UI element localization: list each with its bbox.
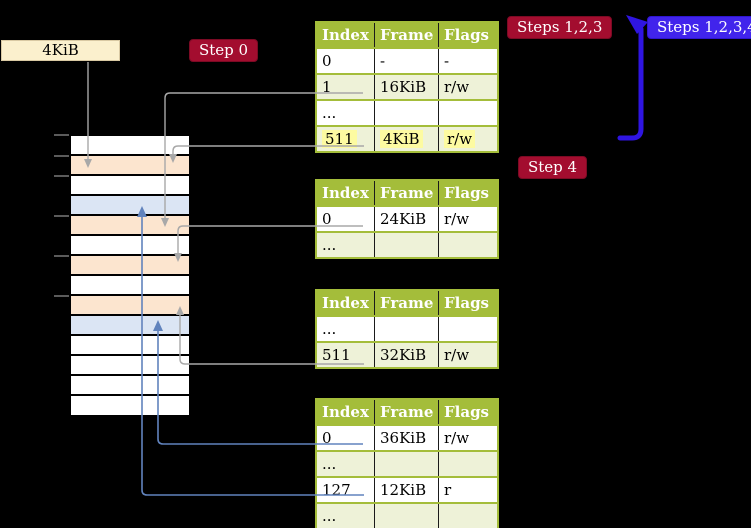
table-row: 0 24KiB r/w xyxy=(316,205,498,232)
memory-row xyxy=(71,276,189,296)
memory-row xyxy=(71,296,189,316)
cell-index: ... xyxy=(322,455,337,473)
table-row: ... xyxy=(316,315,498,342)
memory-row xyxy=(71,256,189,276)
step4-badge: Step 4 xyxy=(518,156,588,179)
steps1234-badge: Steps 1,2,3,4 xyxy=(647,16,751,39)
steps123-badge: Steps 1,2,3 xyxy=(507,16,613,39)
memory-row xyxy=(71,316,189,336)
page-table-4: Index Frame Flags 0 36KiB r/w ... 127 12… xyxy=(315,398,499,528)
column-header-flags: Flags xyxy=(438,290,498,317)
table-row: 511 32KiB r/w xyxy=(316,341,498,368)
table-row: ... xyxy=(316,231,498,258)
column-header-index: Index xyxy=(316,22,375,49)
column-header-flags: Flags xyxy=(438,22,498,49)
table-header-row: Index Frame Flags xyxy=(316,180,498,207)
cell-index: 1 xyxy=(322,78,332,96)
loop-arrow xyxy=(617,15,648,141)
cell-frame: 16KiB xyxy=(380,78,427,96)
column-header-frame: Frame xyxy=(374,399,439,426)
table-row-highlighted: 511 4KiB r/w xyxy=(316,125,498,152)
column-header-frame: Frame xyxy=(374,180,439,207)
cell-index: ... xyxy=(322,104,337,122)
table-header-row: Index Frame Flags xyxy=(316,290,498,317)
column-header-index: Index xyxy=(316,290,375,317)
table-row: ... xyxy=(316,99,498,126)
cell-flags: r xyxy=(444,481,452,499)
cell-index: 0 xyxy=(322,429,332,447)
arrowhead-upleft-icon xyxy=(626,15,648,34)
memory-row xyxy=(71,136,189,156)
cell-flags: r/w xyxy=(444,429,470,447)
page-size-label: 4KiB xyxy=(1,40,120,61)
memory-row xyxy=(71,396,189,415)
table-row: ... xyxy=(316,450,498,477)
cell-index: 0 xyxy=(322,52,332,70)
cell-flags: r/w xyxy=(444,210,470,228)
cell-frame: - xyxy=(380,52,386,70)
cell-frame: 12KiB xyxy=(380,481,427,499)
memory-row xyxy=(71,156,189,176)
cell-index: 511 xyxy=(322,130,357,148)
column-header-index: Index xyxy=(316,399,375,426)
column-header-flags: Flags xyxy=(438,180,498,207)
page-table-1: Index Frame Flags 0 - - 1 16KiB r/w ... … xyxy=(315,21,499,153)
memory-row xyxy=(71,176,189,196)
memory-row xyxy=(71,236,189,256)
cell-index: 0 xyxy=(322,210,332,228)
column-header-frame: Frame xyxy=(374,290,439,317)
column-header-index: Index xyxy=(316,180,375,207)
table-row: 0 36KiB r/w xyxy=(316,424,498,451)
table-row: 127 12KiB r xyxy=(316,476,498,503)
memory-row xyxy=(71,196,189,216)
table-row: ... xyxy=(316,502,498,528)
memory-row xyxy=(71,356,189,376)
column-header-flags: Flags xyxy=(438,399,498,426)
cell-index: 127 xyxy=(322,481,351,499)
cell-flags: r/w xyxy=(444,346,470,364)
table-header-row: Index Frame Flags xyxy=(316,399,498,426)
cell-flags: r/w xyxy=(444,78,470,96)
cell-frame: 32KiB xyxy=(380,346,427,364)
step0-badge: Step 0 xyxy=(189,39,259,62)
memory-ticks xyxy=(54,134,69,297)
cell-flags: - xyxy=(444,52,450,70)
table-row: 1 16KiB r/w xyxy=(316,73,498,100)
memory-row xyxy=(71,376,189,396)
table-header-row: Index Frame Flags xyxy=(316,22,498,49)
cell-index: ... xyxy=(322,507,337,525)
cell-frame: 36KiB xyxy=(380,429,427,447)
cell-flags: r/w xyxy=(444,130,476,148)
cell-frame: 24KiB xyxy=(380,210,427,228)
memory-column xyxy=(70,135,190,416)
cell-frame: 4KiB xyxy=(380,130,423,148)
memory-row xyxy=(71,336,189,356)
table-row: 0 - - xyxy=(316,47,498,74)
cell-index: 511 xyxy=(322,346,351,364)
page-table-3: Index Frame Flags ... 511 32KiB r/w xyxy=(315,289,499,369)
page-table-2: Index Frame Flags 0 24KiB r/w ... xyxy=(315,179,499,259)
column-header-frame: Frame xyxy=(374,22,439,49)
cell-index: ... xyxy=(322,236,337,254)
memory-row xyxy=(71,216,189,236)
cell-index: ... xyxy=(322,320,337,338)
